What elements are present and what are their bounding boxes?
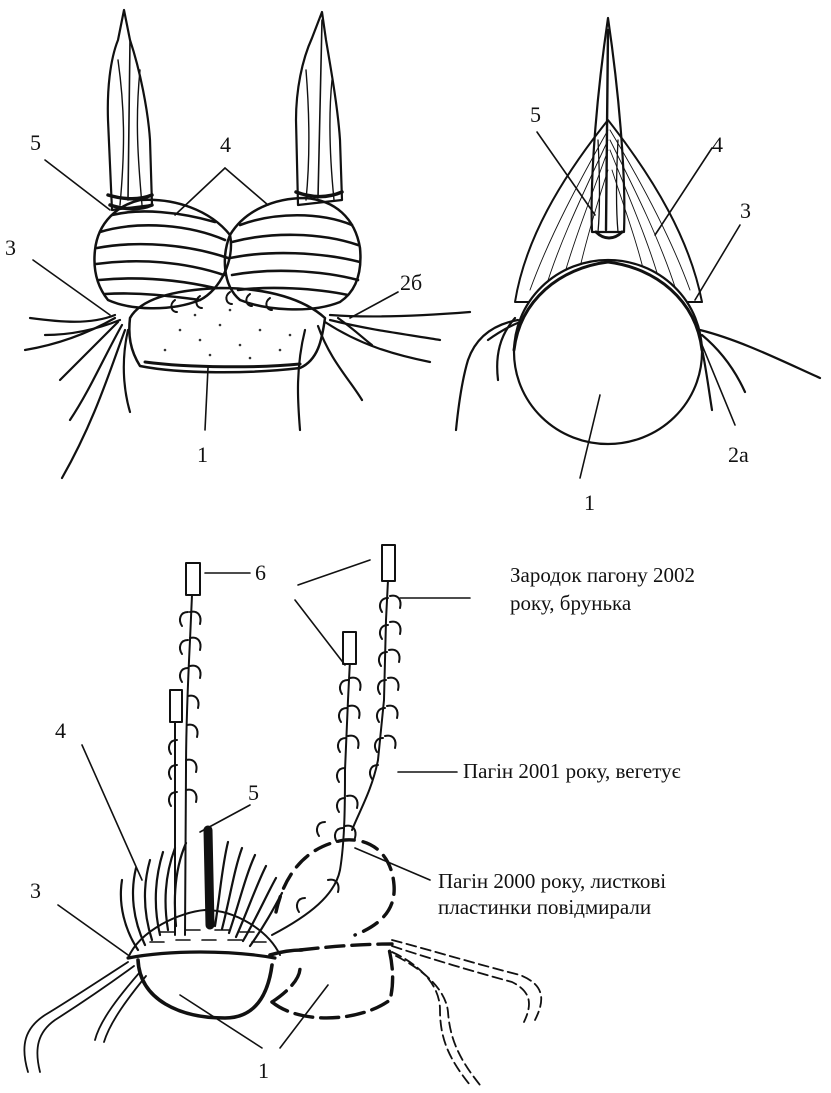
label-top-left-2b: 2б xyxy=(400,270,422,295)
caption-shoot-2000-line2: пластинки повідмирали xyxy=(438,895,651,919)
caption-shoot-2000-line1: Пагін 2000 року, листкові xyxy=(438,869,666,893)
label-bottom-3: 3 xyxy=(30,878,41,903)
label-bottom-4: 4 xyxy=(55,718,66,743)
label-top-right-4: 4 xyxy=(712,132,723,157)
schematic-shoot-5 xyxy=(208,830,210,925)
label-top-left-3: 3 xyxy=(5,235,16,260)
leaf-bases-left-bands xyxy=(96,211,228,300)
label-top-left-4: 4 xyxy=(220,132,231,157)
root-nubs xyxy=(171,292,272,312)
schematic-shoot-left xyxy=(169,563,201,935)
caption-shoot-2001: Пагін 2001 року, вегетує xyxy=(463,759,681,783)
schematic-roots-right xyxy=(392,940,541,1085)
caption-embryo-line1: Зародок пагону 2002 xyxy=(510,563,695,587)
schematic-roots-left xyxy=(24,962,146,1072)
leaders-bottom xyxy=(58,560,470,1048)
caption-embryo-line2: року, брунька xyxy=(510,591,632,615)
schematic-leaf-fan xyxy=(121,842,282,950)
label-top-left-5: 5 xyxy=(30,130,41,155)
shoot-left xyxy=(108,10,152,210)
top-right-figure: 5 4 3 2а 1 xyxy=(456,18,820,515)
schematic-corm-dashes xyxy=(150,930,266,942)
label-bottom-5: 5 xyxy=(248,780,259,805)
label-bottom-1: 1 xyxy=(258,1058,269,1083)
schematic-shoot-2000-dashed xyxy=(276,840,394,935)
label-top-right-1: 1 xyxy=(584,490,595,515)
label-top-right-3: 3 xyxy=(740,198,751,223)
corm-stipple xyxy=(164,309,292,360)
label-top-left-1: 1 xyxy=(197,442,208,467)
leaf-bases-right-bands xyxy=(230,215,360,295)
shoot-right xyxy=(296,12,342,205)
roots-left xyxy=(25,315,130,478)
label-top-right-5: 5 xyxy=(530,102,541,127)
schematic-corm-new xyxy=(138,960,272,1018)
top-left-figure: 5 4 3 2б 1 xyxy=(5,10,470,478)
bottom-figure: 6 5 4 3 1 Зародок пагону 2002 року, брун… xyxy=(24,545,695,1085)
label-bottom-6: 6 xyxy=(255,560,266,585)
section-corm xyxy=(514,260,702,444)
schematic-corm-old xyxy=(272,944,393,1018)
label-top-right-2a: 2а xyxy=(728,442,749,467)
